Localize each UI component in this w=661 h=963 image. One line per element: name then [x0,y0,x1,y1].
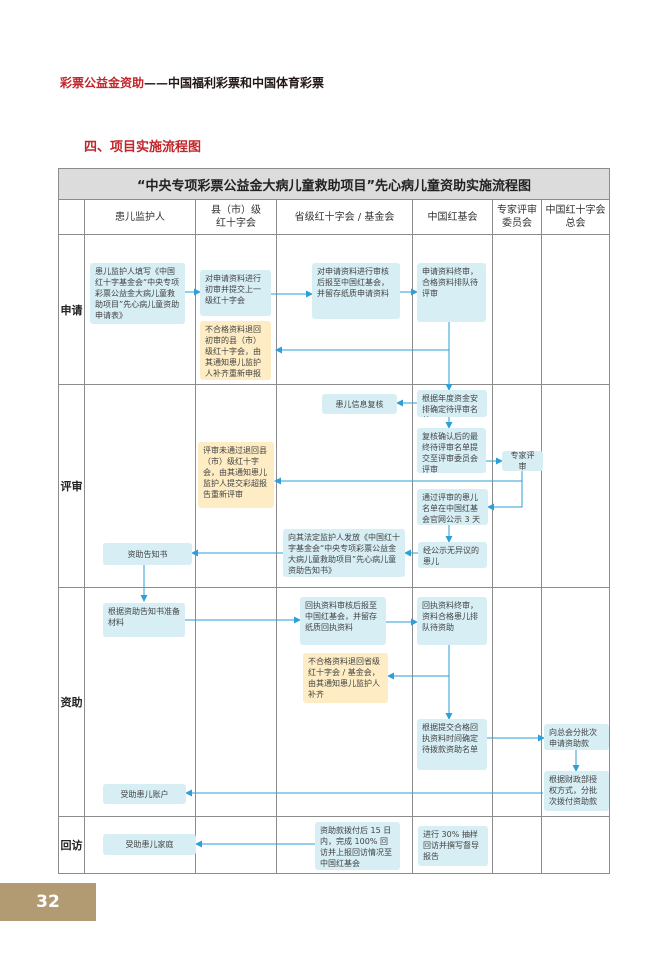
arrow-expert-fail-to-county [274,471,523,485]
node-crcf-publicize: 通过评审的患儿名单在中国红基会官网公示 3 天 [417,489,488,525]
grid-line-col-1 [195,200,196,873]
grid-line-label-column [84,200,85,873]
row-label-apply: 申请 [60,303,83,317]
node-crcf-no-objection: 经公示无异议的患儿 [418,542,487,568]
node-visit-family: 受助患儿家庭 [103,834,196,855]
row-label-followup: 回访 [60,839,83,852]
arrow-crcf-reject-to-county [275,322,450,354]
node-crcf-receipt: 回执资料终审，资料合格患儿排队待资助 [417,597,487,645]
section-title: 四、项目实施流程图 [84,140,202,155]
node-aid-notice: 资助告知书 [103,543,192,565]
node-apply-form: 患儿监护人填写《中国红十字基金会“中央专项彩票公益金大病儿童救助项目”先心病儿童… [90,263,185,324]
grid-line-row-aid-bottom [59,816,609,817]
node-crcf-receive: 申请资料终审，合格资料排队待评审 [417,263,486,322]
column-header-expert: 专家评审 委员会 [497,205,537,229]
node-rc-apply-fund: 向总会分批次申请资助款 [544,724,609,750]
column-header-county: 县（市）级 红十字会 [211,205,261,229]
column-header-crcf: 中国红基会 [427,211,478,223]
column-header-province: 省级红十字会 / 基金会 [294,211,395,223]
node-crcf-annual-list: 根据年度资金安排确定待评审名单 [417,390,487,417]
node-province-receipt: 回执资料审核后报至中国红基会，并留存纸质回执资料 [300,597,386,645]
node-prepare-materials: 根据资助告知书准备材料 [103,603,185,637]
row-label-aid: 资助 [60,696,83,709]
node-crcf-final-list: 复核确认后的最终待评审名单提交至评审委员会评审 [417,428,486,473]
grid-line-col-4 [492,200,493,873]
grid-line-row-review-bottom [59,587,609,588]
node-rc-disburse: 根据财政部授权方式，分批次拨付资助款 [544,771,609,811]
node-expert-review: 专家评审 [502,451,543,471]
node-province-reject: 不合格资料退回省级红十字会 / 基金会，由其通知患儿监护人补齐 [303,653,388,703]
node-province-followup: 资助款拨付后 15 日内，完成 100% 回访并上报回访情况至中国红基会 [315,822,400,870]
grid-line-col-5 [541,200,542,873]
node-info-recheck: 患儿信息复核 [322,394,397,414]
grid-line-header-bottom [59,234,609,235]
flowchart-title: “中央专项彩票公益金大病儿童救助项目”先心病儿童资助实施流程图 [59,169,609,200]
node-crcf-sample: 进行 30% 抽样回访并撰写督导报告 [418,826,488,866]
running-header: 彩票公益金资助——中国福利彩票和中国体育彩票 [60,74,324,91]
node-receive-account: 受助患儿账户 [103,784,186,804]
node-aid-notice-send: 向其法定监护人发放《中国红十字基金会“中央专项彩票公益金大病儿童救助项目”先心病… [283,529,405,577]
node-county-review: 对申请资料进行初审并提交上一级红十字会 [200,270,271,316]
arrow-crcf-receipt-reject-to-province [387,645,450,680]
node-province-review: 对申请资料进行审核后报至中国红基会，并留存纸质申请资料 [312,263,400,319]
node-county-review-fail: 评审未通过退回县（市）级红十字会，由其通知患儿监护人提交彩超报告重新评审 [198,442,274,508]
grid-line-row-apply-bottom [59,384,609,385]
node-crcf-funding-list: 根据提交合格回执资料时间确定待拨款资助名单 [417,719,487,770]
row-label-review: 评审 [60,480,83,493]
arrow-expert-pass-to-publicize [487,471,523,511]
column-header-guardian: 患儿监护人 [115,211,165,223]
grid-line-col-2 [276,200,277,873]
grid-line-col-3 [412,200,413,873]
column-header-red-cross: 中国红十字会 总会 [545,205,606,229]
header-title-rest: ——中国福利彩票和中国体育彩票 [144,76,325,90]
flowchart-frame [58,168,610,874]
page-number: 32 [0,883,96,921]
node-county-reject: 不合格资料退回初审的县（市）级红十字会，由其通知患儿监护人补齐重新申报 [200,321,271,380]
header-title-red: 彩票公益金资助 [60,76,145,90]
